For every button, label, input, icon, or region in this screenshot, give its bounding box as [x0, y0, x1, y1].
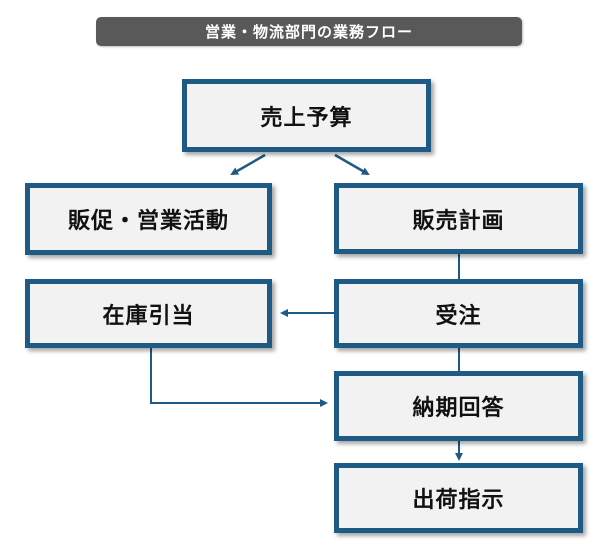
node-inventory-allocation: 在庫引当	[25, 279, 272, 348]
arrow-budget-to-sales-plan	[334, 153, 370, 176]
node-sales-plan: 販売計画	[334, 183, 583, 254]
arrow-budget-to-promotion	[230, 153, 266, 176]
node-delivery-date-answer: 納期回答	[334, 371, 583, 441]
node-sales-promotion: 販促・営業活動	[25, 183, 272, 255]
diagram-title: 営業・物流部門の業務フロー	[96, 17, 522, 46]
node-shipping-instruction: 出荷指示	[334, 463, 583, 533]
node-order-receipt: 受注	[334, 279, 583, 348]
node-sales-budget: 売上予算	[182, 79, 431, 152]
arrow-inventory-to-delivery-answer	[150, 348, 328, 407]
